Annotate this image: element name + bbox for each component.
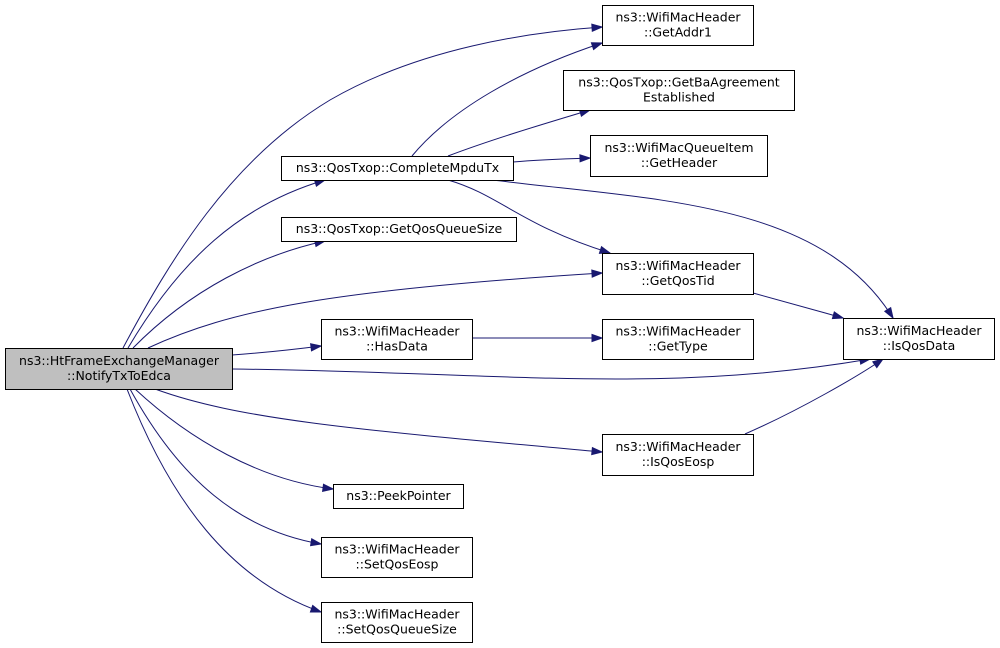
node-label: ::NotifyTxToEdca	[67, 368, 171, 383]
node-box	[5, 348, 233, 390]
node-box	[590, 135, 768, 177]
node-get-header[interactable]: ns3::WifiMacQueueItem::GetHeader	[590, 135, 768, 177]
edge-complete_mpdu_tx-to-get_header	[512, 157, 591, 163]
node-get-qos-tid[interactable]: ns3::WifiMacHeader::GetQosTid	[602, 253, 754, 295]
edge-root-to-get_qos_tid	[147, 272, 603, 349]
node-label: ns3::PeekPointer	[346, 488, 451, 503]
edge-get_qos_tid-to-is_qos_data	[752, 292, 844, 319]
node-set-qos-queue-size[interactable]: ns3::WifiMacHeader::SetQosQueueSize	[321, 602, 473, 643]
node-label: Established	[643, 90, 715, 105]
edge-root-to-get_addr1	[122, 26, 603, 349]
arrowhead-complete_mpdu_tx-to-get_addr1	[590, 42, 604, 51]
node-get-qos-queue-size[interactable]: ns3::QosTxop::GetQosQueueSize	[281, 217, 517, 242]
node-get-type[interactable]: ns3::WifiMacHeader::GetType	[602, 319, 754, 360]
edge-root-to-get_qos_queue_size	[132, 240, 326, 349]
arrowhead-root-to-is_qos_eosp	[591, 446, 604, 456]
node-complete-mpdu-tx[interactable]: ns3::QosTxop::CompleteMpduTx	[281, 156, 514, 181]
node-label: ::GetHeader	[641, 155, 718, 170]
edge-root-to-peek_pointer	[134, 388, 334, 490]
node-label: ::IsQosData	[883, 338, 955, 353]
arrowhead-root-to-get_addr1	[591, 23, 604, 32]
node-label: ::SetQosQueueSize	[337, 622, 457, 637]
node-label: ns3::WifiMacHeader	[615, 258, 741, 273]
edge-complete_mpdu_tx-to-get_qos_tid	[447, 179, 611, 254]
arrowhead-get_qos_tid-to-is_qos_data	[831, 311, 845, 320]
node-label: ns3::WifiMacQueueItem	[604, 140, 753, 155]
node-box	[321, 319, 473, 360]
node-box	[602, 434, 754, 476]
node-peek-pointer[interactable]: ns3::PeekPointer	[333, 484, 464, 509]
node-box	[563, 70, 795, 111]
node-box	[281, 156, 514, 181]
node-box	[321, 602, 473, 643]
edge-complete_mpdu_tx-to-is_qos_data	[492, 179, 894, 319]
edge-root-to-set_qos_eosp	[129, 388, 322, 545]
node-box	[281, 217, 517, 242]
node-label: ::IsQosEosp	[642, 454, 715, 469]
node-get-addr1[interactable]: ns3::WifiMacHeader::GetAddr1	[602, 5, 754, 46]
arrowhead-root-to-set_qos_eosp	[309, 538, 323, 547]
node-label: ns3::QosTxop::GetBaAgreement	[578, 75, 779, 90]
node-box	[333, 484, 464, 509]
arrowhead-has_data-to-get_type	[591, 333, 604, 343]
node-root[interactable]: ns3::HtFrameExchangeManager::NotifyTxToE…	[5, 348, 233, 390]
edge-root-to-set_qos_queue_size	[126, 388, 322, 613]
call-edges	[122, 23, 894, 613]
arrowhead-root-to-peek_pointer	[322, 483, 335, 492]
node-label: ns3::WifiMacHeader	[334, 542, 460, 557]
edge-root-to-is_qos_data	[231, 358, 871, 380]
edge-complete_mpdu_tx-to-get_ba_agreement	[447, 109, 591, 157]
node-label: ::GetQosTid	[641, 273, 714, 288]
node-has-data[interactable]: ns3::WifiMacHeader::HasData	[321, 319, 473, 360]
node-label: ns3::QosTxop::CompleteMpduTx	[296, 160, 499, 175]
arrowhead-root-to-get_qos_tid	[591, 269, 604, 278]
edge-complete_mpdu_tx-to-get_addr1	[411, 42, 603, 157]
node-label: ns3::WifiMacHeader	[615, 324, 741, 339]
node-label: ::HasData	[366, 339, 428, 354]
node-box	[321, 537, 473, 578]
edge-root-to-has_data	[231, 345, 322, 356]
node-label: ::GetType	[648, 339, 708, 354]
arrowhead-complete_mpdu_tx-to-get_qos_tid	[598, 245, 612, 254]
arrowhead-root-to-has_data	[310, 343, 323, 352]
node-is-qos-eosp[interactable]: ns3::WifiMacHeader::IsQosEosp	[602, 434, 754, 476]
node-label: ns3::WifiMacHeader	[615, 439, 741, 454]
node-label: ns3::WifiMacHeader	[856, 323, 982, 338]
arrowhead-complete_mpdu_tx-to-get_header	[579, 154, 592, 163]
arrowhead-complete_mpdu_tx-to-is_qos_data	[883, 306, 894, 320]
node-label: ns3::WifiMacHeader	[615, 10, 741, 25]
node-box	[602, 319, 754, 360]
function-nodes: ns3::HtFrameExchangeManager::NotifyTxToE…	[5, 5, 995, 643]
node-label: ::SetQosEosp	[356, 557, 439, 572]
arrowhead-root-to-set_qos_queue_size	[309, 604, 323, 613]
node-box	[843, 318, 995, 360]
node-label: ns3::WifiMacHeader	[334, 607, 460, 622]
node-set-qos-eosp[interactable]: ns3::WifiMacHeader::SetQosEosp	[321, 537, 473, 578]
node-label: ::GetAddr1	[644, 25, 712, 40]
edge-is_qos_eosp-to-is_qos_data	[744, 358, 884, 435]
node-box	[602, 5, 754, 46]
edge-root-to-complete_mpdu_tx	[127, 179, 326, 349]
node-is-qos-data[interactable]: ns3::WifiMacHeader::IsQosData	[843, 318, 995, 360]
node-box	[602, 253, 754, 295]
node-label: ns3::QosTxop::GetQosQueueSize	[296, 221, 503, 236]
arrowhead-is_qos_eosp-to-is_qos_data	[871, 358, 885, 369]
node-label: ns3::HtFrameExchangeManager	[19, 353, 220, 368]
node-label: ns3::WifiMacHeader	[334, 324, 460, 339]
edge-root-to-is_qos_eosp	[154, 388, 603, 453]
